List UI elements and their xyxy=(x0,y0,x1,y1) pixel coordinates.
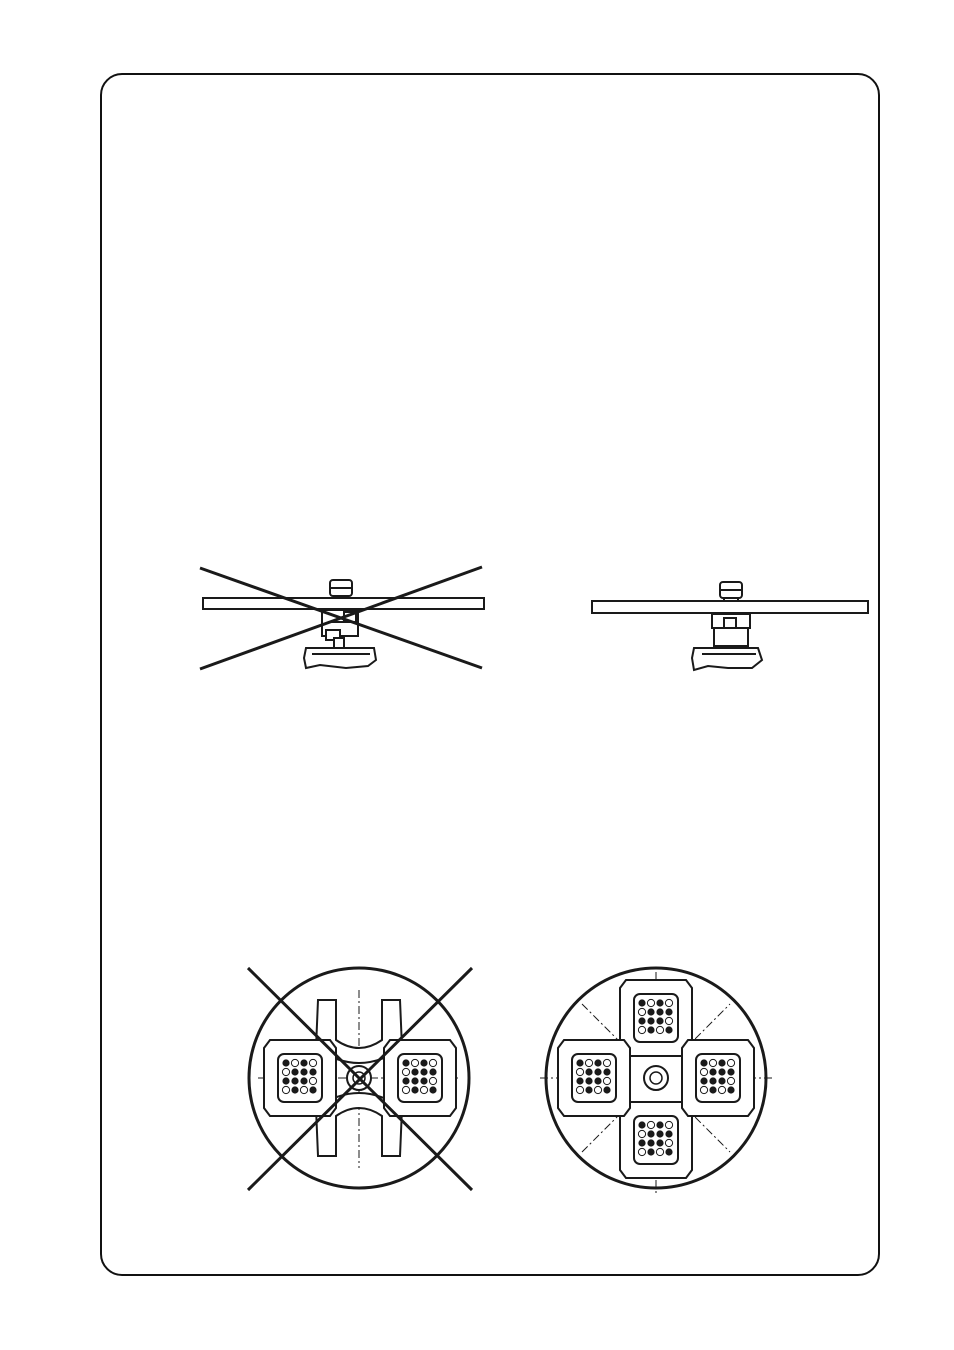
loaded-bucket-right xyxy=(682,1040,754,1116)
rotor-side-correct xyxy=(592,582,868,670)
rotor-arm xyxy=(203,598,484,609)
loaded-bucket-left xyxy=(264,1040,336,1116)
loaded-bucket-right xyxy=(384,1040,456,1116)
rotor-top-correct xyxy=(540,968,772,1195)
loaded-bucket-bottom xyxy=(620,1102,692,1178)
rotor-arm xyxy=(592,601,868,613)
loaded-bucket-top xyxy=(620,980,692,1056)
loaded-bucket-left xyxy=(558,1040,630,1116)
